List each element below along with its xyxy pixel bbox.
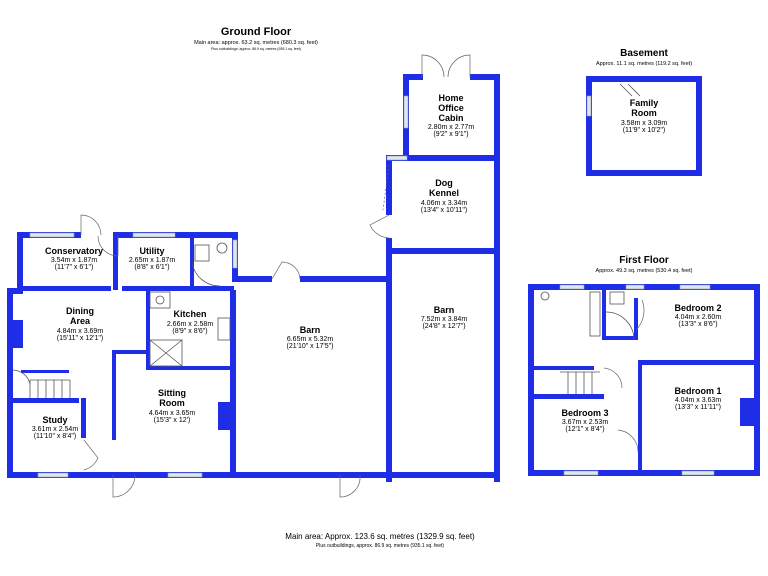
svg-text:3.61m x 2.54m: 3.61m x 2.54m [32, 426, 78, 433]
ground-floor-windows [29, 95, 409, 478]
svg-text:4.64m x 3.65m: 4.64m x 3.65m [149, 410, 195, 417]
room-label-dining-area: Dining Area 4.84m x 3.69m (15'11" x 12'1… [57, 306, 104, 342]
room-label-conservatory: Conservatory 3.54m x 1.87m (11'7" x 6'1"… [45, 246, 103, 271]
room-label-home-office-cabin: Home Office Cabin 2.80m x 2.77m (9'2" x … [428, 93, 474, 138]
svg-text:(9'2" x 9'1"): (9'2" x 9'1") [433, 131, 468, 138]
ground-floor-doors [80, 54, 471, 498]
staircase [12, 369, 71, 398]
ground-floor-outbuildings: Plus outbuildings: approx. 86.9 sq. metr… [211, 47, 301, 51]
svg-text:Dining: Dining [66, 306, 94, 316]
svg-text:(8'9" x 8'6"): (8'9" x 8'6") [172, 328, 207, 335]
room-label-utility: Utility 2.65m x 1.87m (8'8" x 6'1") [129, 246, 175, 271]
svg-text:Area: Area [70, 316, 91, 326]
svg-text:Kennel: Kennel [429, 188, 459, 198]
room-label-bedroom-1: Bedroom 1 4.04m x 3.63m (13'3" x 11'11") [674, 386, 721, 411]
svg-text:(12'1" x 8'4"): (12'1" x 8'4") [565, 426, 604, 433]
room-label-barn-2: Barn 7.52m x 3.84m (24'8" x 12'7") [421, 305, 467, 330]
svg-text:(11'7" x 6'1"): (11'7" x 6'1") [55, 264, 94, 271]
svg-text:(24'8" x 12'7"): (24'8" x 12'7") [422, 323, 465, 330]
svg-text:(15'3" x 12'): (15'3" x 12') [154, 417, 191, 424]
room-label-bedroom-3: Bedroom 3 3.67m x 2.53m (12'1" x 8'4") [561, 408, 608, 433]
svg-text:Office: Office [438, 103, 464, 113]
svg-text:3.67m x 2.53m: 3.67m x 2.53m [562, 419, 608, 426]
svg-text:Room: Room [159, 398, 185, 408]
room-label-family-room: Family Room 3.58m x 3.09m (11'9" x 10'2"… [621, 98, 667, 134]
room-label-kitchen: Kitchen 2.66m x 2.58m (8'9" x 8'6") [167, 309, 213, 335]
room-label-bedroom-2: Bedroom 2 4.04m x 2.60m (13'3" x 8'6") [674, 303, 721, 328]
basement-title: Basement [620, 48, 668, 59]
svg-text:Family: Family [630, 98, 659, 108]
svg-text:Dog: Dog [435, 178, 453, 188]
svg-text:4.06m x 3.34m: 4.06m x 3.34m [421, 200, 467, 207]
svg-text:(21'10" x 17'5"): (21'10" x 17'5") [287, 343, 334, 350]
svg-text:(13'3" x 8'6"): (13'3" x 8'6") [678, 321, 717, 328]
ground-floor-fixtures [12, 242, 231, 398]
svg-text:(13'4" x 10'11"): (13'4" x 10'11") [421, 207, 467, 214]
svg-text:(11'10" x 8'4"): (11'10" x 8'4") [34, 433, 77, 440]
room-label-dog-kennel: Dog Kennel 4.06m x 3.34m (13'4" x 10'11"… [421, 178, 468, 214]
first-floor-title: First Floor [619, 255, 669, 266]
svg-text:6.65m x 5.32m: 6.65m x 5.32m [287, 336, 333, 343]
basement-area: Approx. 11.1 sq. metres (119.2 sq. feet) [596, 61, 692, 67]
svg-text:Barn: Barn [434, 305, 455, 315]
svg-text:Conservatory: Conservatory [45, 246, 103, 256]
svg-text:(8'8" x 6'1"): (8'8" x 6'1") [134, 264, 169, 271]
svg-text:Barn: Barn [300, 325, 321, 335]
svg-text:4.04m x 3.63m: 4.04m x 3.63m [675, 397, 721, 404]
svg-text:Bedroom 3: Bedroom 3 [561, 408, 608, 418]
svg-text:Bedroom 1: Bedroom 1 [674, 386, 721, 396]
ground-floor-area: Main area: approx. 63.2 sq. metres (680.… [194, 40, 318, 46]
svg-text:(15'11" x 12'1"): (15'11" x 12'1") [57, 335, 103, 342]
svg-text:Bedroom 2: Bedroom 2 [674, 303, 721, 313]
room-label-sitting-room: Sitting Room 4.64m x 3.65m (15'3" x 12') [149, 388, 195, 424]
svg-text:Room: Room [631, 108, 657, 118]
first-floor-plan [528, 284, 760, 476]
svg-text:(13'3" x 11'11"): (13'3" x 11'11") [675, 404, 721, 411]
svg-text:Sitting: Sitting [158, 388, 186, 398]
room-label-study: Study 3.61m x 2.54m (11'10" x 8'4") [32, 415, 78, 440]
room-label-barn-1: Barn 6.65m x 5.32m (21'10" x 17'5") [287, 325, 334, 350]
svg-text:Study: Study [42, 415, 67, 425]
svg-text:2.80m x 2.77m: 2.80m x 2.77m [428, 124, 474, 131]
svg-text:Kitchen: Kitchen [173, 309, 206, 319]
ground-floor-plan [7, 74, 500, 482]
svg-text:4.84m x 3.69m: 4.84m x 3.69m [57, 328, 103, 335]
ground-floor-title: Ground Floor [221, 26, 292, 38]
svg-text:3.58m x 3.09m: 3.58m x 3.09m [621, 120, 667, 127]
svg-text:2.66m x 2.58m: 2.66m x 2.58m [167, 321, 213, 328]
total-area: Main area: Approx. 123.6 sq. metres (132… [285, 532, 475, 541]
svg-text:Utility: Utility [139, 246, 164, 256]
svg-text:4.04m x 2.60m: 4.04m x 2.60m [675, 314, 721, 321]
svg-text:Home: Home [438, 93, 463, 103]
svg-text:Cabin: Cabin [438, 113, 463, 123]
svg-text:3.54m x 1.87m: 3.54m x 1.87m [51, 257, 97, 264]
svg-text:7.52m x 3.84m: 7.52m x 3.84m [421, 316, 467, 323]
svg-text:2.65m x 1.87m: 2.65m x 1.87m [129, 257, 175, 264]
first-floor-area: Approx. 49.3 sq. metres (530.4 sq. feet) [596, 268, 693, 274]
basement-plan [586, 76, 702, 176]
svg-text:(11'9" x 10'2"): (11'9" x 10'2") [623, 127, 666, 134]
total-outbuildings: Plus outbuildings, approx. 86.9 sq. metr… [316, 543, 444, 549]
